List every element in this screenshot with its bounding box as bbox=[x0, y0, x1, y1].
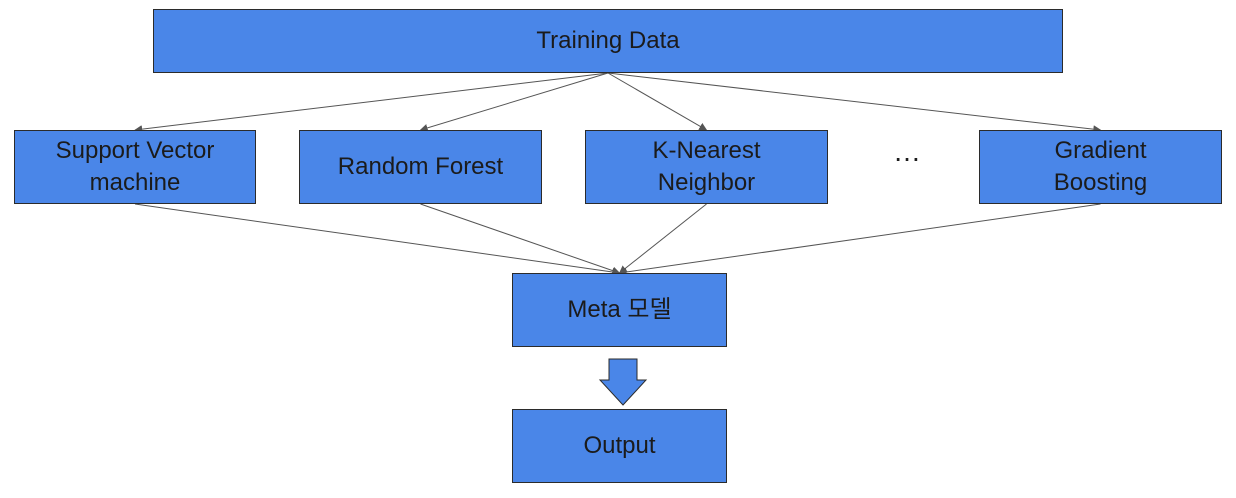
edge-rf-to-meta bbox=[420, 203, 621, 275]
edge-knn-to-meta bbox=[618, 203, 707, 274]
output-box: Output bbox=[512, 409, 727, 483]
training-data-box: Training Data bbox=[153, 9, 1063, 73]
k-nearest-neighbor-label: K-Nearest Neighbor bbox=[652, 137, 761, 196]
output-label: Output bbox=[583, 432, 656, 459]
gradient-boosting-label: Gradient Boosting bbox=[1053, 137, 1148, 196]
edge-training-to-rf bbox=[419, 72, 609, 132]
more-models-ellipsis: … bbox=[893, 136, 923, 167]
support-vector-machine-label: Support Vector machine bbox=[55, 137, 215, 196]
down-block-arrow-icon bbox=[598, 358, 648, 406]
training-data-label: Training Data bbox=[536, 27, 680, 54]
support-vector-machine-box: Support Vector machine bbox=[14, 130, 256, 204]
meta-model-label: Meta 모델 bbox=[567, 296, 672, 323]
edge-gb-to-meta bbox=[618, 203, 1101, 276]
edge-training-to-gb bbox=[607, 72, 1102, 134]
random-forest-label: Random Forest bbox=[337, 153, 504, 180]
k-nearest-neighbor-box: K-Nearest Neighbor bbox=[585, 130, 828, 204]
random-forest-box: Random Forest bbox=[299, 130, 542, 204]
meta-model-box: Meta 모델 bbox=[512, 273, 727, 347]
edge-training-to-knn bbox=[607, 72, 708, 131]
edge-svm-to-meta bbox=[134, 203, 621, 276]
edge-training-to-svm bbox=[134, 72, 609, 134]
gradient-boosting-box: Gradient Boosting bbox=[979, 130, 1222, 204]
